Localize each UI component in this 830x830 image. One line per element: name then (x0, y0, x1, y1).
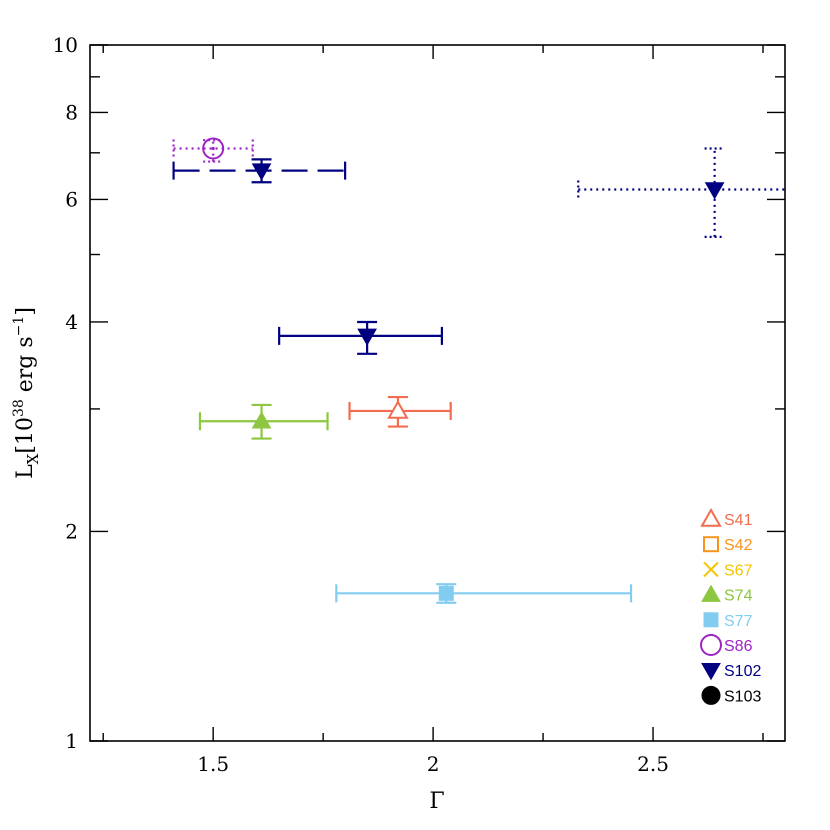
legend-item-s74: S74 (701, 584, 753, 605)
y-axis-title-sub: X (24, 453, 42, 464)
marker-s102 (251, 163, 272, 181)
plot-frame (89, 44, 786, 742)
legend-marker (700, 634, 722, 656)
legend-marker (703, 561, 719, 578)
legend-item-s102: S102 (701, 662, 761, 681)
legend-item-s67: S67 (703, 561, 753, 579)
y-axis-title-rest: [10 (13, 417, 38, 454)
legend-item-s41: S41 (700, 507, 753, 529)
legend-item-s103: S103 (701, 685, 761, 705)
data-point-s41 (348, 395, 452, 428)
legend-item-s86: S86 (700, 634, 753, 656)
marker-s74 (251, 411, 272, 429)
data-point-s102 (278, 320, 443, 355)
x-axis-title: Γ (429, 789, 444, 814)
data-point-s74 (198, 403, 329, 440)
y-tick-label: 10 (53, 33, 78, 57)
data-point-s102 (577, 147, 785, 239)
y-axis-title-exp2: −1 (11, 316, 27, 337)
legend-marker (703, 536, 719, 553)
legend-label: S67 (724, 562, 753, 579)
legend-label: S103 (724, 688, 761, 705)
x-tick-label: 1.5 (197, 752, 229, 776)
y-tick-label: 1 (65, 729, 78, 753)
legend-label: S86 (724, 638, 753, 655)
legend-label: S41 (724, 512, 753, 529)
legend-marker (701, 662, 721, 681)
y-tick-label: 6 (65, 187, 78, 211)
marker-s41 (387, 399, 409, 419)
marker-center-dot (211, 146, 215, 151)
marker-s102 (704, 182, 725, 200)
x-tick-label: 2.5 (637, 752, 669, 776)
marker-s86 (202, 137, 225, 160)
x-tick-label: 2 (427, 752, 440, 776)
legend-label: S74 (724, 588, 753, 605)
y-axis-title: LX[1038 erg s−1] (11, 307, 42, 479)
legend-item-s77: S77 (703, 612, 753, 630)
data-point-s102 (172, 158, 347, 184)
data-point-s77 (335, 583, 633, 604)
legend-marker (701, 685, 721, 705)
axis-ticks (90, 44, 785, 742)
legend-marker (700, 507, 722, 527)
y-tick-label: 8 (65, 100, 78, 124)
y-tick-label: 2 (65, 519, 78, 543)
legend-item-s42: S42 (703, 536, 753, 554)
legend-label: S42 (724, 537, 753, 554)
data-point-s86 (172, 137, 254, 163)
legend-marker-stroke (703, 561, 719, 578)
y-axis-title-unit: erg s (13, 336, 38, 399)
axis-tick-labels: 1.5 2 2.5 1 2 4 6 8 10 (53, 33, 669, 776)
legend-label: S102 (724, 663, 761, 680)
legend-marker (703, 612, 719, 628)
y-axis-title-close: ] (13, 307, 38, 316)
marker-s102 (357, 328, 377, 346)
y-axis-title-exp1: 38 (11, 399, 27, 417)
data-points (172, 137, 785, 604)
legend-marker (701, 584, 721, 602)
marker-s77 (438, 585, 454, 601)
y-axis-title-main: L (13, 464, 38, 479)
legend-label: S77 (724, 613, 753, 630)
y-tick-label: 4 (65, 310, 78, 334)
